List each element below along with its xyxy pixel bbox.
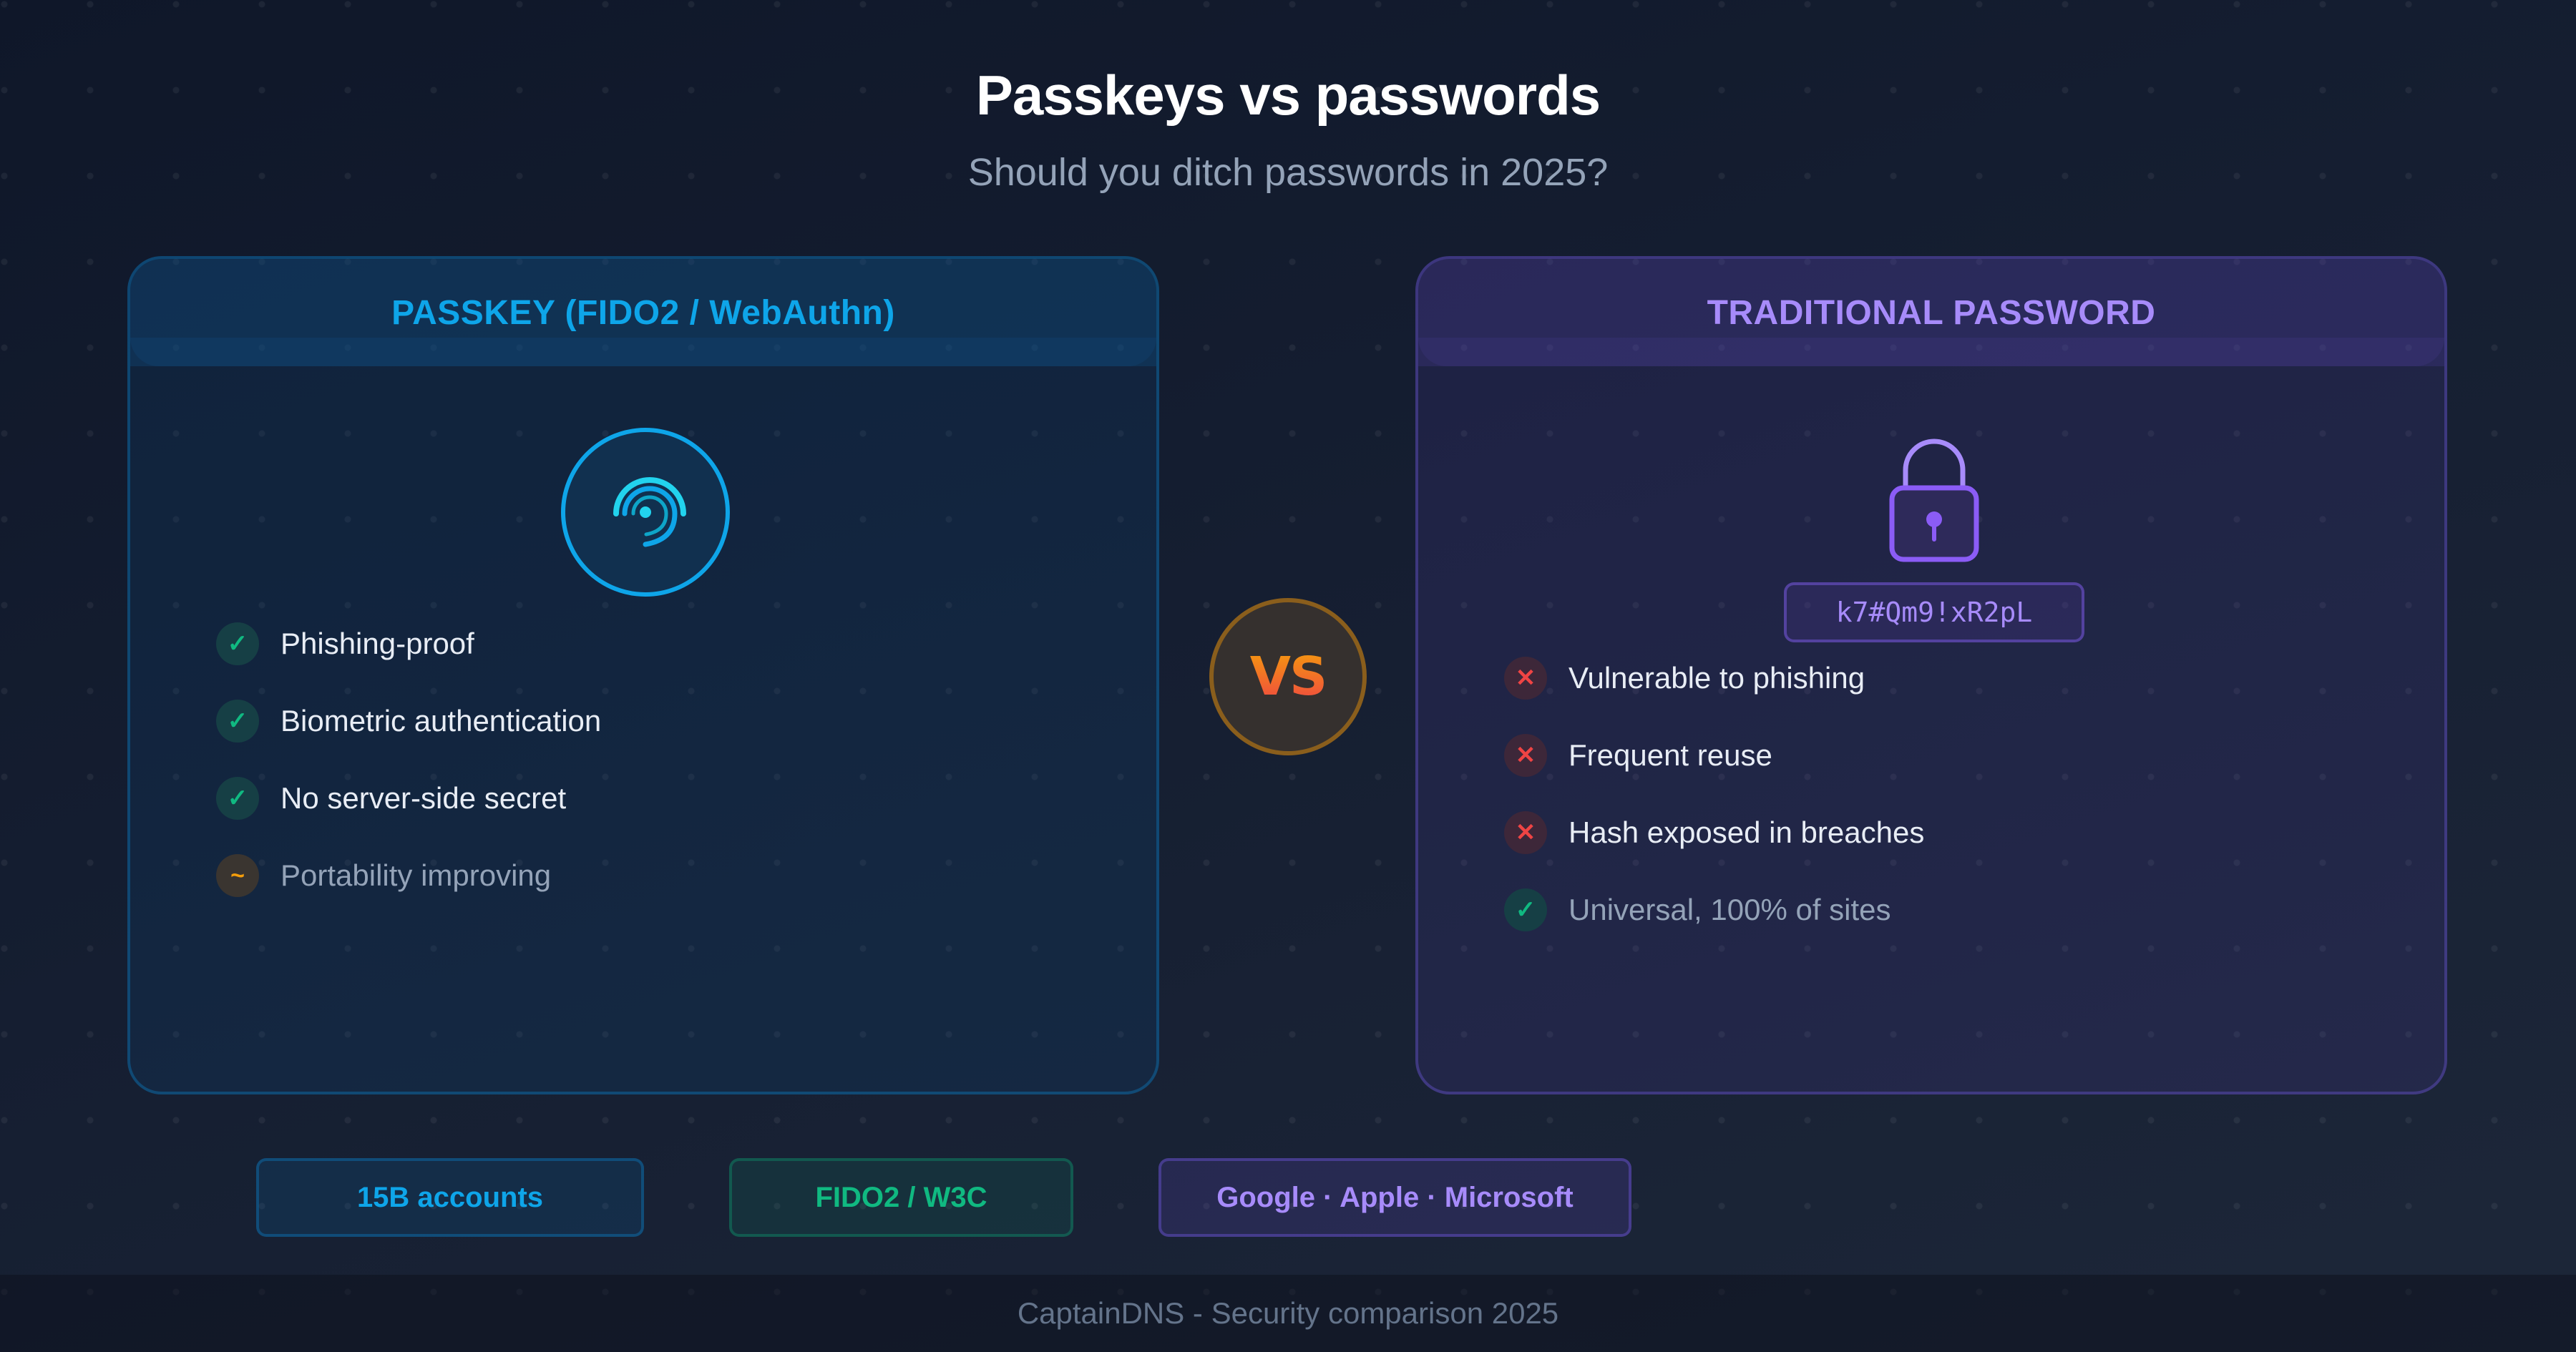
- cross-icon: ✕: [1504, 811, 1547, 854]
- list-item-label: No server-side secret: [280, 781, 567, 815]
- password-feature-list: ✕ Vulnerable to phishing ✕ Frequent reus…: [1504, 657, 1924, 966]
- password-card-title: TRADITIONAL PASSWORD: [1418, 259, 2444, 366]
- check-icon: ✓: [216, 622, 259, 665]
- list-item-label: Biometric authentication: [280, 704, 602, 738]
- footer: CaptainDNS - Security comparison 2025: [0, 1275, 2576, 1352]
- list-item: ✓ Phishing-proof: [216, 622, 601, 665]
- list-item: ✓ No server-side secret: [216, 777, 601, 820]
- page-title: Passkeys vs passwords: [975, 64, 1601, 127]
- password-card: TRADITIONAL PASSWORD k7#Qm9!xR2pL ✕ Vuln…: [1415, 256, 2447, 1094]
- list-item: ~ Portability improving: [216, 854, 601, 897]
- card-header-stripe: [1418, 338, 2444, 366]
- check-icon: ✓: [1504, 888, 1547, 931]
- check-icon: ✓: [216, 777, 259, 820]
- card-header-stripe: [130, 338, 1156, 366]
- check-icon: ✓: [216, 700, 259, 743]
- cross-icon: ✕: [1504, 734, 1547, 777]
- list-item-label: Vulnerable to phishing: [1568, 661, 1865, 695]
- stat-pill-standard: FIDO2 / W3C: [729, 1158, 1073, 1237]
- tilde-icon: ~: [216, 854, 259, 897]
- cross-icon: ✕: [1504, 657, 1547, 700]
- footer-credit: CaptainDNS - Security comparison 2025: [1017, 1296, 1559, 1330]
- vs-badge: VS: [1209, 598, 1367, 755]
- list-item-label: Universal, 100% of sites: [1568, 893, 1891, 926]
- fingerprint-icon: [561, 428, 730, 597]
- list-item: ✓ Universal, 100% of sites: [1504, 888, 1924, 931]
- list-item: ✕ Frequent reuse: [1504, 734, 1924, 777]
- list-item-label: Phishing-proof: [280, 627, 474, 660]
- list-item-label: Frequent reuse: [1568, 738, 1772, 772]
- list-item: ✕ Vulnerable to phishing: [1504, 657, 1924, 700]
- passkey-feature-list: ✓ Phishing-proof ✓ Biometric authenticat…: [216, 622, 601, 931]
- stat-pill-accounts: 15B accounts: [256, 1158, 644, 1237]
- list-item: ✕ Hash exposed in breaches: [1504, 811, 1924, 854]
- stat-pill-vendors: Google · Apple · Microsoft: [1158, 1158, 1631, 1237]
- list-item-label: Hash exposed in breaches: [1568, 815, 1925, 849]
- list-item: ✓ Biometric authentication: [216, 700, 601, 743]
- passkey-card-title: PASSKEY (FIDO2 / WebAuthn): [130, 259, 1156, 366]
- sample-password-field: k7#Qm9!xR2pL: [1784, 582, 2084, 642]
- page-subtitle: Should you ditch passwords in 2025?: [967, 151, 1609, 194]
- passkey-card: PASSKEY (FIDO2 / WebAuthn) ✓ Phishing-pr…: [127, 256, 1159, 1094]
- vs-label: VS: [1249, 646, 1328, 707]
- padlock-icon: [1865, 438, 2003, 577]
- list-item-label: Portability improving: [280, 858, 552, 892]
